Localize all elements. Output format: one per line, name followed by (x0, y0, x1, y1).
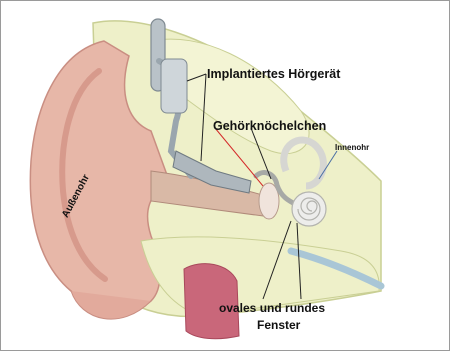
implant-body (161, 59, 187, 113)
label-windows-line2: Fenster (257, 319, 300, 331)
label-implant: Implantiertes Hörgerät (207, 68, 340, 81)
label-ossicles: Gehörknöchelchen (213, 120, 326, 133)
label-inner-ear: Innenohr (335, 144, 369, 152)
cochlea (292, 192, 326, 226)
label-windows-line1: ovales und rundes (219, 302, 325, 314)
